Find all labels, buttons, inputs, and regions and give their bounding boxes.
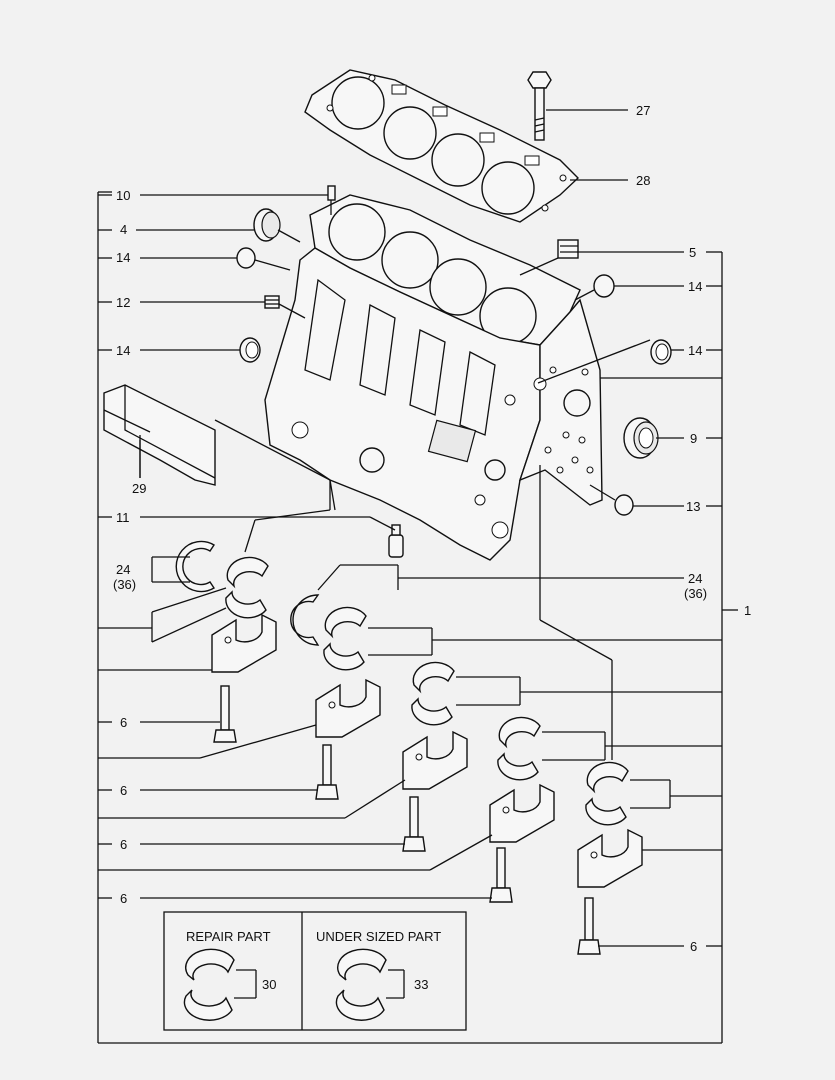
- plug-threaded: [264, 295, 306, 319]
- callout-11: 11: [116, 510, 130, 525]
- inset-box: [163, 911, 467, 1031]
- callout-14-a: 14: [116, 250, 130, 265]
- dowel-pin: [327, 185, 336, 215]
- bolt-3: [402, 796, 426, 852]
- callout-4: 4: [120, 222, 127, 237]
- callout-1: 1: [744, 603, 751, 618]
- callout-12: 12: [116, 295, 130, 310]
- thrust-washer-right: [290, 594, 320, 646]
- plug-ring-left: [239, 337, 261, 363]
- under-sized-part-title: UNDER SIZED PART: [316, 929, 441, 944]
- callout-6-a: 6: [120, 715, 127, 730]
- bearing-shell-1: [225, 556, 269, 619]
- bolt-4: [489, 847, 513, 903]
- callout-24-left-qty: (36): [113, 577, 136, 592]
- callout-6-c: 6: [120, 837, 127, 852]
- cam-bush: [623, 417, 659, 459]
- bearing-shell-4: [497, 716, 541, 781]
- callout-14-d: 14: [688, 343, 702, 358]
- callout-27: 27: [636, 103, 650, 118]
- callout-14-b: 14: [116, 343, 130, 358]
- left-bracket: [97, 191, 722, 1044]
- callout-30: 30: [262, 977, 276, 992]
- callout-24-right: 24: [688, 571, 702, 586]
- cylinder-block: [264, 194, 603, 561]
- bolt-5: [577, 897, 601, 955]
- thrust-washer-left: [175, 540, 215, 593]
- callout-24-left: 24: [116, 562, 130, 577]
- bolt-1: [213, 685, 237, 743]
- small-plug-13: [589, 484, 634, 516]
- callout-5: 5: [689, 245, 696, 260]
- bolt-2: [315, 744, 339, 800]
- callout-29: 29: [132, 481, 146, 496]
- bearing-cap-1: [211, 613, 277, 673]
- callout-13: 13: [686, 499, 700, 514]
- leader-lines: [98, 109, 722, 947]
- repair-part-title: REPAIR PART: [186, 929, 271, 944]
- callout-9: 9: [690, 431, 697, 446]
- bearing-shell-2: [323, 606, 367, 671]
- plug-large: [253, 208, 301, 243]
- bearing-cap-4: [489, 783, 555, 843]
- bearing-shell-3: [411, 661, 455, 726]
- callout-6-d: 6: [120, 891, 127, 906]
- right-bracket: [721, 252, 738, 1043]
- plug-small-c: [574, 274, 615, 301]
- bearing-cap-5: [577, 828, 643, 888]
- bearing-cap-2: [315, 678, 381, 738]
- bearing-cap-3: [402, 730, 468, 790]
- callout-24-right-qty: (36): [684, 586, 707, 601]
- oil-plug-11: [388, 524, 404, 558]
- callout-33: 33: [414, 977, 428, 992]
- callout-6-b: 6: [120, 783, 127, 798]
- bearing-shell-5: [585, 761, 629, 826]
- plug-small-a: [236, 247, 291, 271]
- stiffener-29: [103, 384, 331, 486]
- callout-6-e: 6: [690, 939, 697, 954]
- callout-labels: 27 28 10 4 14 12 14 29 11 24 (36) 5 14 1…: [113, 103, 751, 992]
- plug-ring-right: [537, 339, 672, 384]
- head-gasket: [304, 69, 580, 223]
- callout-10: 10: [116, 188, 130, 203]
- callout-14-c: 14: [688, 279, 702, 294]
- callout-28: 28: [636, 173, 650, 188]
- head-bolt: [527, 71, 552, 141]
- threaded-plug-right: [519, 239, 579, 276]
